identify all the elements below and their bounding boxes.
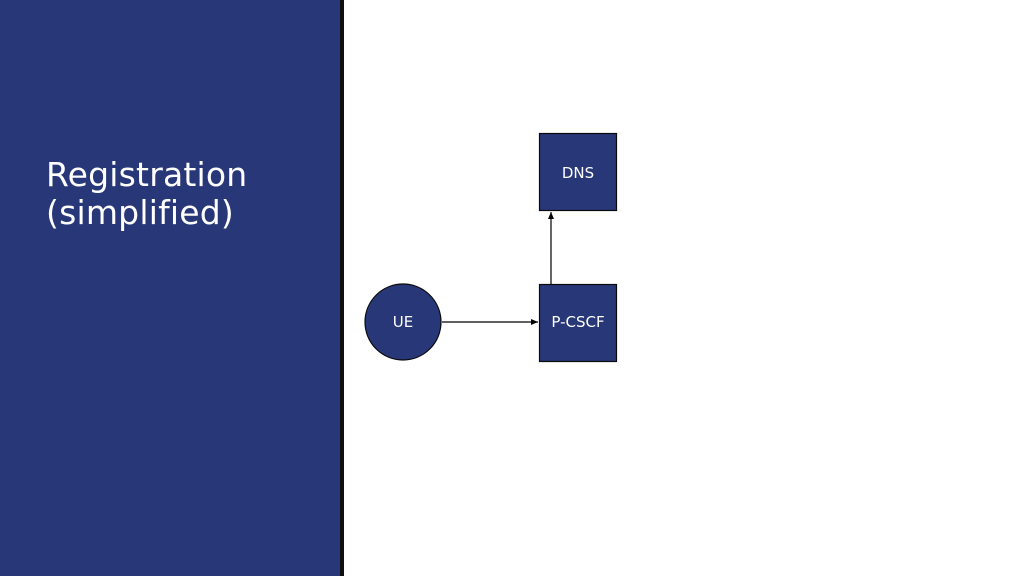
node-pcscf: P-CSCF bbox=[538, 283, 618, 363]
node-dns: DNS bbox=[538, 132, 618, 212]
node-pcscf-label: P-CSCF bbox=[551, 313, 604, 331]
node-ue: UE bbox=[364, 283, 442, 361]
node-dns-label: DNS bbox=[562, 164, 594, 182]
slide-title-line-1: Registration bbox=[46, 155, 248, 194]
node-ue-label: UE bbox=[393, 313, 413, 331]
sidebar-panel bbox=[0, 0, 340, 576]
slide-title-line-2: (simplified) bbox=[46, 193, 234, 232]
sidebar-divider bbox=[340, 0, 344, 576]
slide-title: Registration (simplified) bbox=[46, 156, 326, 232]
